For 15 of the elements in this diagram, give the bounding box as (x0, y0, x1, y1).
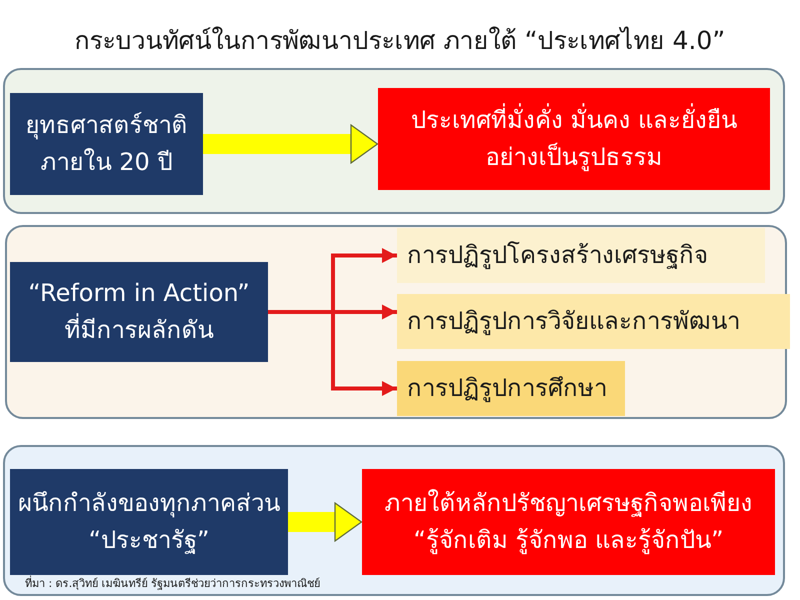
topic-box: ผนึกกำลังของทุกภาคส่วน “ประชารัฐ” (10, 469, 288, 575)
result-box: ประเทศที่มั่งคั่ง มั่นคง และยั่งยืน อย่างเป็นรูปธรรม (378, 88, 770, 190)
topic-box: ยุทธศาสตร์ชาติ ภายใน 20 ปี (10, 93, 203, 195)
panel (3, 445, 785, 596)
panel (5, 225, 787, 419)
item-box: การปฏิรูปโครงสร้างเศรษฐกิจ (397, 228, 765, 283)
block-arrow (288, 502, 362, 542)
topic-box: “Reform in Action” ที่มีการผลักดัน (10, 262, 268, 362)
result-box: ภายใต้หลักปรัชญาเศรษฐกิจพอเพียง “รู้จักเติม รู้จักพอ และรู้จักปัน” (362, 469, 775, 575)
item-box: การปฏิรูปการวิจัยและการพัฒนา (397, 294, 790, 349)
source-note: ที่มา : ดร.สุวิทย์ เมฆินทรีย์ รัฐมนตรีช่วยว่าการกระทรวงพาณิชย์ (25, 574, 320, 592)
block-arrow (203, 124, 378, 164)
item-box: การปฏิรูปการศึกษา (397, 361, 625, 416)
panel (3, 68, 785, 214)
title: กระบวนทัศน์ในการพัฒนาประเทศ ภายใต้ “ประเทศไทย 4.0” (74, 25, 726, 57)
